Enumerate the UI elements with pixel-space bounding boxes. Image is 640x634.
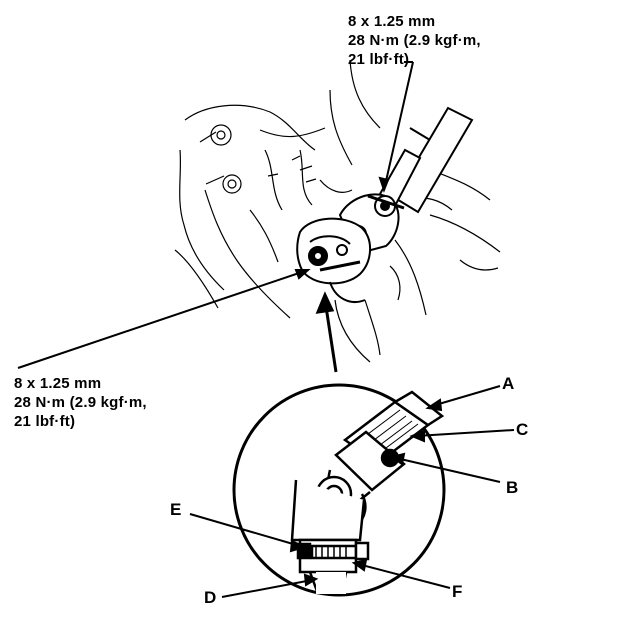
callout-c: C bbox=[516, 420, 529, 439]
callout-a: A bbox=[502, 374, 515, 393]
torque-spec-left-size: 8 x 1.25 mm bbox=[14, 375, 102, 392]
steering-column-shaft bbox=[378, 106, 474, 214]
callout-e: E bbox=[170, 500, 182, 519]
callout-f: F bbox=[452, 582, 463, 601]
engine-bay-background bbox=[174, 59, 501, 363]
torque-spec-left: 8 x 1.25 mm 28 N·m (2.9 kgf·m, 21 lbf·ft… bbox=[14, 374, 147, 431]
torque-spec-top-imperial: 21 lbf·ft) bbox=[348, 51, 410, 68]
detail-arrow bbox=[315, 291, 338, 373]
detail-magnifier bbox=[189, 383, 515, 598]
torque-spec-left-torque: 28 N·m (2.9 kgf·m, bbox=[14, 394, 147, 411]
torque-spec-left-imperial: 21 lbf·ft) bbox=[14, 413, 76, 430]
callout-leaders bbox=[189, 385, 515, 598]
callout-d: D bbox=[204, 588, 217, 607]
callout-b: B bbox=[506, 478, 519, 497]
torque-spec-top-size: 8 x 1.25 mm bbox=[348, 13, 436, 30]
lower-flange-joint bbox=[296, 217, 371, 303]
torque-leader-left bbox=[17, 269, 311, 369]
torque-leader-top bbox=[378, 61, 414, 193]
torque-spec-top-torque: 28 N·m (2.9 kgf·m, bbox=[348, 32, 481, 49]
detail-lower-yoke bbox=[290, 479, 370, 595]
torque-spec-top: 8 x 1.25 mm 28 N·m (2.9 kgf·m, 21 lbf·ft… bbox=[348, 12, 481, 69]
